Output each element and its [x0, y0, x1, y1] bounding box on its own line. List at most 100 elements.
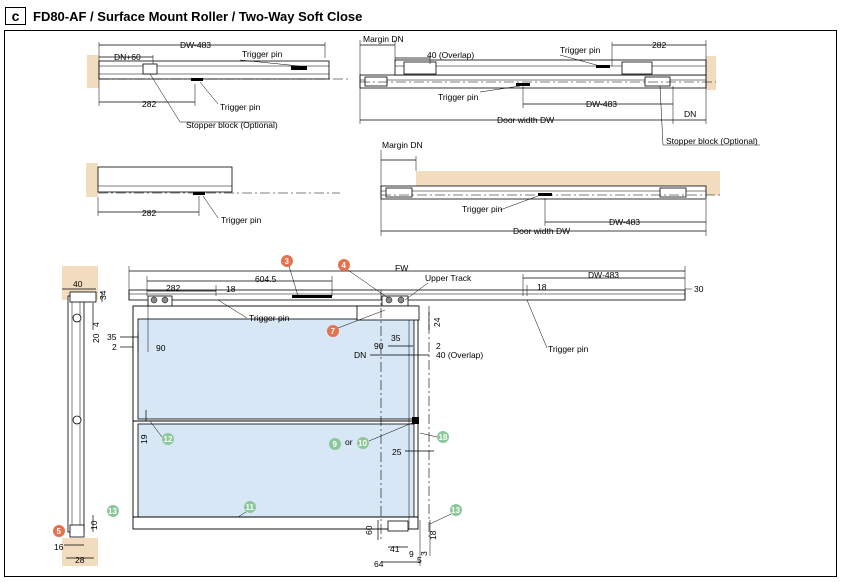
- label-trigger-pin: Trigger pin: [242, 49, 283, 59]
- section-title: FD80-AF / Surface Mount Roller / Two-Way…: [33, 8, 363, 24]
- label-or: or: [345, 437, 353, 447]
- trigger-pin-top: [596, 65, 610, 68]
- callout-12: [162, 433, 174, 445]
- callout-11: [244, 501, 256, 513]
- guide-wheel: [72, 415, 82, 425]
- dim-34: 34: [98, 290, 108, 300]
- dim-19: 19: [139, 434, 149, 444]
- floor-guide: [387, 520, 409, 532]
- callout-11-label: 11: [246, 503, 255, 512]
- top-left-detail: DW-483 DN+60 Trigger pin 282 Trigger pin…: [87, 40, 350, 130]
- label-stopper-block: Stopper block (Optional): [666, 136, 758, 146]
- damper-rod: [292, 295, 332, 298]
- dim-282: 282: [142, 99, 156, 109]
- soft-close-unit: [385, 187, 413, 198]
- roller-carriage-right: [381, 295, 409, 307]
- floor-block: [62, 538, 98, 566]
- section-header: c FD80-AF / Surface Mount Roller / Two-W…: [5, 4, 362, 28]
- trigger-pin: [193, 192, 205, 195]
- callout-4: [338, 259, 350, 271]
- trigger-pin-bottom: [516, 83, 530, 86]
- dim-18: 18: [226, 284, 236, 294]
- callout-9: [329, 438, 341, 450]
- label-trigger-pin: Trigger pin: [548, 344, 589, 354]
- drawing-frame: [4, 30, 837, 577]
- dim-dn: DN: [354, 350, 366, 360]
- soft-close-unit: [659, 187, 687, 198]
- wall-block: [706, 56, 716, 90]
- callout-12-label: 12: [164, 435, 173, 444]
- callout-13-right-label: 13: [451, 506, 460, 515]
- top-right-detail: Margin DN 40 (Overlap) Trigger pin 282 T…: [359, 34, 760, 146]
- dim-28: 28: [75, 555, 85, 565]
- callout-5: [53, 525, 65, 537]
- dim-dw483: DW-483: [180, 40, 211, 50]
- callout-18-label: 18: [439, 433, 448, 442]
- dim-25: 25: [392, 447, 402, 457]
- floor-guide: [69, 524, 85, 538]
- mid-left-detail: 282 Trigger pin: [86, 163, 340, 225]
- side-view: 40 34 20 4 10 16 28 5 13: [53, 266, 119, 566]
- mid-right-detail: Margin DN Trigger pin DW-483 Door width …: [380, 140, 720, 236]
- callout-9-label: 9: [333, 440, 338, 449]
- label-stopper-block: Stopper block (Optional): [186, 120, 278, 130]
- dim-20: 20: [91, 333, 101, 343]
- dim-16: 16: [54, 542, 64, 552]
- track-rail: [380, 185, 707, 200]
- track-rail: [97, 166, 233, 193]
- roller-wheel: [72, 313, 82, 323]
- dim-35: 35: [391, 333, 401, 343]
- callout-3-label: 3: [285, 257, 290, 266]
- dim-fw: FW: [395, 263, 408, 273]
- dim-dn60: DN+60: [114, 52, 141, 62]
- dim-2: 2: [112, 342, 117, 352]
- callout-10: [357, 437, 369, 449]
- roller-carriage: [403, 61, 437, 75]
- glass-panel-lower: [137, 423, 415, 518]
- label-trigger-pin: Trigger pin: [462, 204, 503, 214]
- dim-door-width: Door width DW: [513, 226, 570, 236]
- glass-panel-upper: [137, 318, 415, 420]
- callout-7-label: 7: [331, 327, 336, 336]
- trigger-pin: [538, 193, 552, 196]
- dim-24: 24: [432, 317, 442, 327]
- callout-5-label: 5: [57, 527, 62, 536]
- label-trigger-pin: Trigger pin: [249, 313, 290, 323]
- label-trigger-pin: Trigger pin: [221, 215, 262, 225]
- dim-90: 90: [374, 341, 384, 351]
- dim-dw483: DW-483: [609, 217, 640, 227]
- dim-door-width: Door width DW: [497, 115, 554, 125]
- dim-10: 10: [89, 520, 99, 530]
- callout-3: [281, 255, 293, 267]
- label-trigger-pin: Trigger pin: [220, 102, 261, 112]
- dim-90: 90: [156, 343, 166, 353]
- dim-overlap: 40 (Overlap): [427, 50, 474, 60]
- door-section: [67, 295, 85, 533]
- wall-block: [86, 163, 98, 197]
- label-margin-dn: Margin DN: [363, 34, 404, 44]
- dim-dw483: DW-483: [588, 270, 619, 280]
- dim-18: 18: [537, 282, 547, 292]
- label-trigger-pin: Trigger pin: [438, 92, 479, 102]
- dim-604: 604.5: [255, 274, 277, 284]
- dim-282: 282: [652, 40, 666, 50]
- stopper-block: [142, 63, 158, 75]
- track-section: [69, 291, 97, 303]
- dim-9: 9: [409, 549, 414, 559]
- dim-64: 64: [374, 559, 384, 569]
- callout-13-right: [450, 504, 462, 516]
- dim-2: 2: [436, 341, 441, 351]
- dim-41: 41: [390, 544, 400, 554]
- section-badge: c: [5, 7, 26, 25]
- callout-7: [327, 325, 339, 337]
- dim-35: 35: [107, 332, 117, 342]
- door-rail: [394, 59, 707, 76]
- roller-carriage: [621, 61, 653, 75]
- soft-close-bracket: [356, 305, 420, 321]
- dim-282: 282: [142, 208, 156, 218]
- bottom-guide: [412, 417, 419, 424]
- dim-4: 4: [91, 322, 101, 327]
- dim-5: 5: [417, 555, 422, 565]
- dim-dn: DN: [684, 109, 696, 119]
- callout-13-label: 13: [108, 507, 117, 516]
